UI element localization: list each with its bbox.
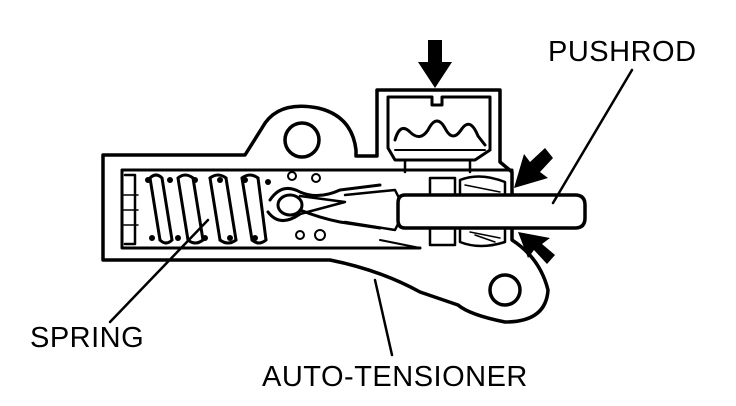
leader-pushrod (551, 68, 634, 205)
mounting-hole-upper (283, 121, 321, 159)
down-arrow (418, 40, 452, 88)
pushrod (396, 193, 587, 230)
diaphragm (393, 119, 487, 147)
pushrod-guide (458, 175, 507, 248)
spring-coil-sections (145, 177, 271, 241)
lower-pressure-arrow (518, 232, 555, 264)
upper-pressure-arrow (514, 148, 553, 188)
label-auto-tensioner: AUTO-TENSIONER (262, 361, 528, 393)
spring-coils (148, 173, 268, 245)
tensioner-body-outline (101, 88, 550, 324)
label-spring: SPRING (30, 322, 145, 354)
leader-spring (108, 218, 210, 324)
valve-housing (386, 95, 492, 162)
label-pushrod: PUSHROD (548, 36, 697, 68)
leader-auto-tensioner (373, 278, 394, 357)
cylinder-bore (120, 168, 514, 250)
mounting-hole-lower (488, 273, 522, 307)
